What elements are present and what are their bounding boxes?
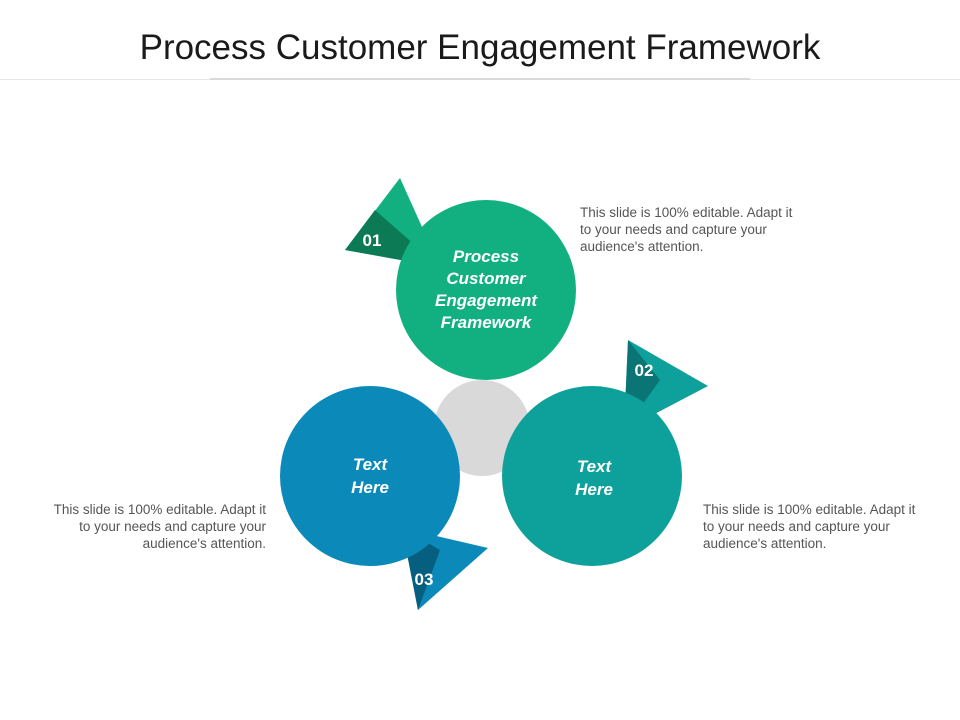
node-01-label-line-3: Engagement bbox=[435, 291, 538, 310]
node-02-label-line-2: Here bbox=[575, 480, 613, 499]
node-03-label-line-2: Here bbox=[351, 478, 389, 497]
node-01-number: 01 bbox=[363, 231, 382, 250]
node-03[interactable]: 03 Text Here bbox=[280, 386, 488, 610]
node-01-label-line-2: Customer bbox=[446, 269, 527, 288]
node-03-circle bbox=[280, 386, 460, 566]
node-01-description: This slide is 100% editable. Adapt it to… bbox=[580, 205, 793, 254]
slide-title: Process Customer Engagement Framework bbox=[139, 28, 821, 67]
node-02-number: 02 bbox=[635, 361, 654, 380]
node-02-label-line-1: Text bbox=[577, 457, 613, 476]
node-03-label-line-1: Text bbox=[353, 455, 389, 474]
node-02-circle bbox=[502, 386, 682, 566]
node-02[interactable]: 02 Text Here bbox=[502, 340, 708, 566]
node-01[interactable]: 01 Process Customer Engagement Framework bbox=[345, 178, 576, 380]
node-02-description: This slide is 100% editable. Adapt it to… bbox=[703, 502, 916, 551]
title-divider-accent bbox=[210, 78, 750, 80]
node-01-label-line-1: Process bbox=[453, 247, 519, 266]
node-03-description: This slide is 100% editable. Adapt it to… bbox=[53, 502, 266, 551]
node-01-circle bbox=[396, 200, 576, 380]
node-03-number: 03 bbox=[415, 570, 434, 589]
node-01-label-line-4: Framework bbox=[441, 313, 533, 332]
